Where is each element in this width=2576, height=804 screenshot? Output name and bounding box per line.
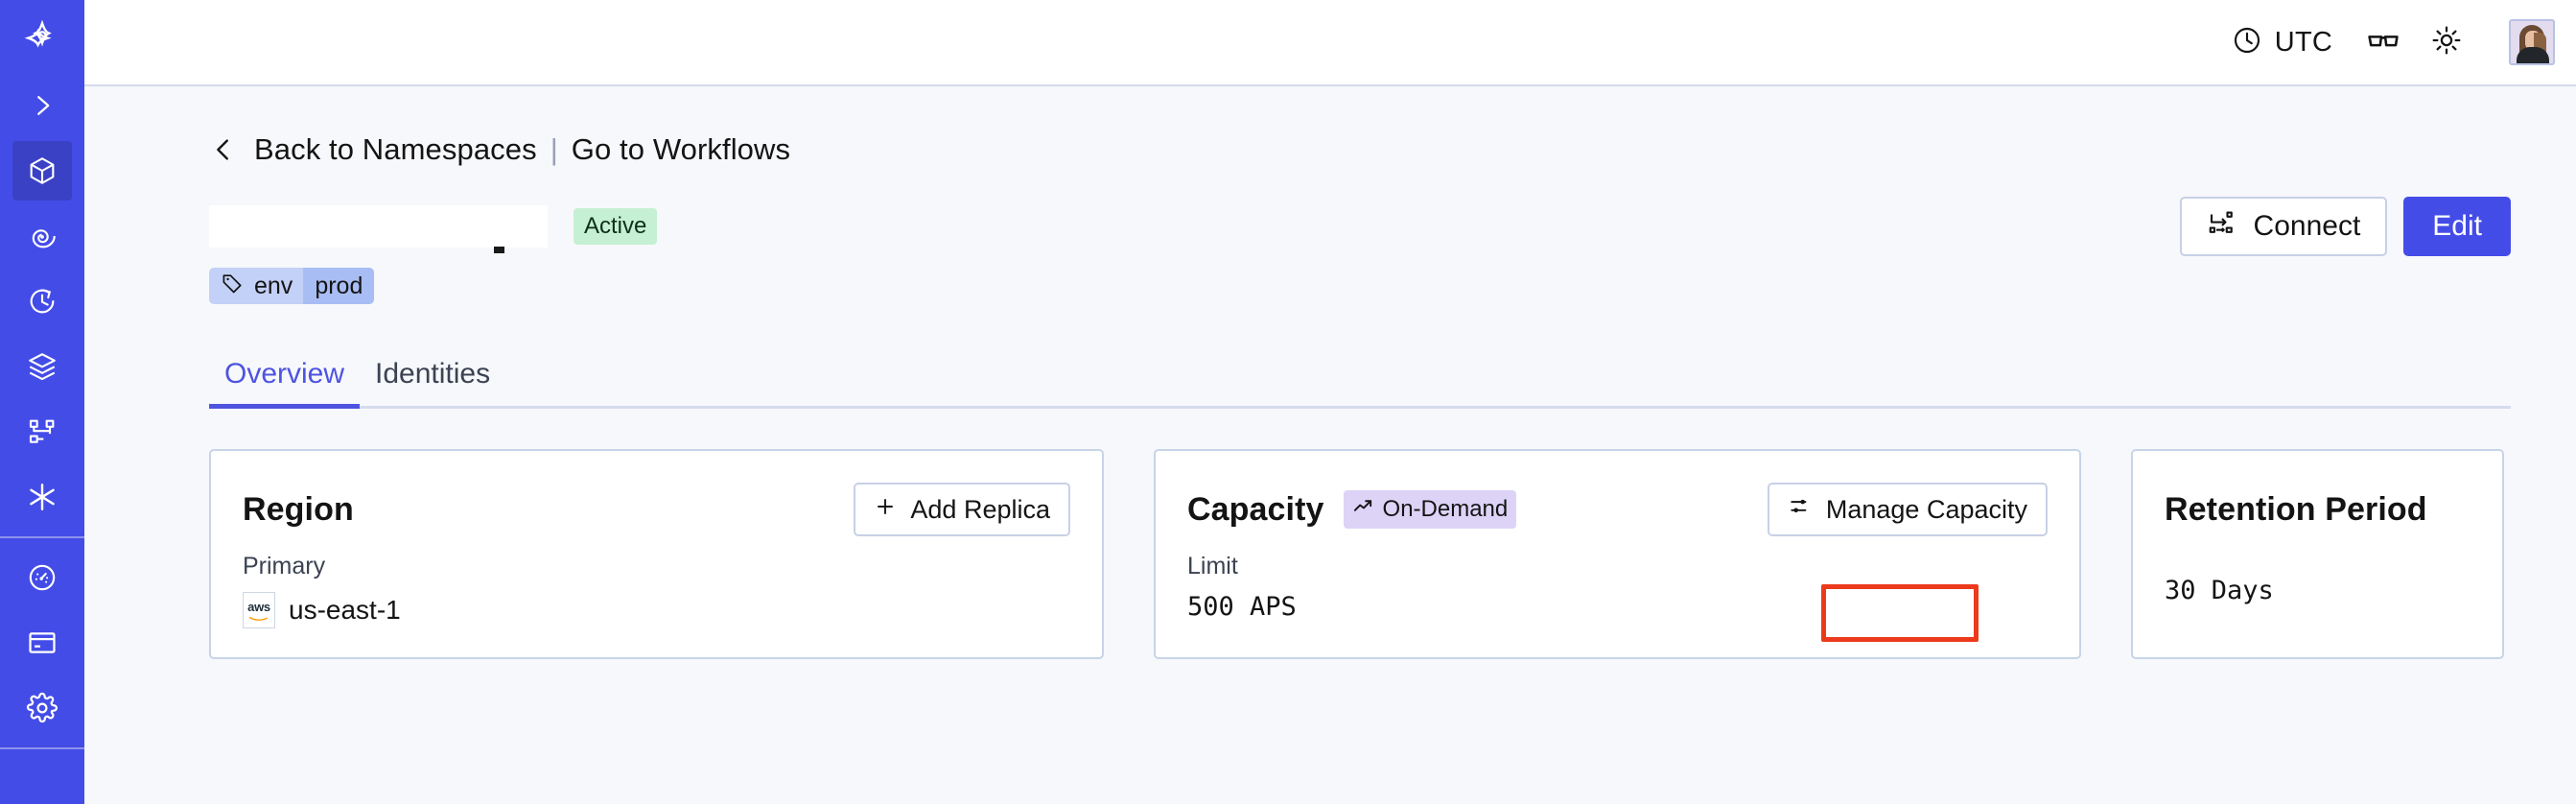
sidebar-item-schedules[interactable] (12, 272, 72, 331)
tag-value: prod (303, 268, 375, 304)
chevron-right-icon (28, 91, 57, 120)
breadcrumb-workflows-link[interactable]: Go to Workflows (571, 132, 791, 166)
credit-card-icon (26, 627, 59, 659)
gauge-icon (26, 561, 59, 594)
left-sidebar (0, 0, 84, 804)
breadcrumb-separator: | (550, 132, 558, 166)
sidebar-item-billing[interactable] (12, 613, 72, 673)
region-card-action: Add Replica (854, 483, 1070, 536)
avatar-body (2517, 47, 2549, 63)
retention-card-header: Retention Period (2165, 480, 2471, 539)
cube-icon (26, 154, 59, 187)
tag-key: env (254, 272, 293, 299)
plus-icon (874, 495, 897, 525)
manage-capacity-label: Manage Capacity (1825, 494, 2027, 524)
region-primary-label: Primary (243, 553, 326, 579)
node-graph-icon (27, 416, 58, 447)
timezone-button[interactable]: UTC (2218, 19, 2346, 65)
asterisk-icon (25, 480, 59, 514)
main-area: UTC (84, 0, 2576, 804)
manage-capacity-button[interactable]: Manage Capacity (1767, 483, 2048, 536)
sidebar-item-nexus[interactable] (12, 467, 72, 527)
gear-icon (26, 692, 59, 724)
status-badge: Active (574, 208, 658, 245)
user-avatar[interactable] (2509, 19, 2555, 65)
sidebar-item-batch-operations[interactable] (12, 337, 72, 396)
page-content: Back to Namespaces | Go to Workflows Act… (84, 86, 2576, 804)
glasses-icon (2366, 23, 2400, 62)
region-card-title: Region (243, 490, 354, 528)
theme-toggle-button[interactable] (2421, 19, 2472, 65)
sidebar-item-observability[interactable] (12, 206, 72, 266)
top-bar: UTC (84, 0, 2576, 86)
tag-icon (221, 272, 244, 301)
region-card-header: Region Add Replica (243, 480, 1070, 539)
eye-spiral-icon (26, 220, 59, 252)
capacity-mode-badge: On-Demand (1343, 490, 1517, 529)
breadcrumb-back-link[interactable]: Back to Namespaces (254, 132, 537, 166)
retention-card-title: Retention Period (2165, 490, 2427, 528)
sliders-icon (1788, 494, 1813, 526)
chevron-left-icon[interactable] (209, 135, 238, 164)
capacity-card-header: Capacity On-Demand (1187, 480, 2048, 539)
temporal-logo-icon (24, 20, 60, 57)
layers-icon (26, 350, 59, 383)
aws-logo-text: aws (247, 599, 270, 614)
tag-chip-env[interactable]: env prod (209, 268, 375, 304)
connect-icon (2207, 208, 2236, 245)
tab-overview[interactable]: Overview (209, 358, 361, 409)
region-primary-value: us-east-1 (289, 595, 401, 625)
card-retention-period: Retention Period 30 Days (2131, 449, 2504, 659)
top-bar-actions: UTC (2218, 19, 2555, 65)
sidebar-item-temporal-logo[interactable] (12, 9, 72, 68)
namespace-title-row: Active (209, 197, 2511, 256)
namespace-actions: Connect Edit (2179, 197, 2511, 256)
namespace-tags: env prod (209, 265, 2511, 307)
sidebar-divider-2 (0, 747, 84, 749)
sun-icon (2430, 24, 2463, 61)
breadcrumb: Back to Namespaces | Go to Workflows (209, 129, 2511, 171)
sidebar-item-workflows[interactable] (12, 402, 72, 461)
connect-button[interactable]: Connect (2179, 197, 2388, 256)
card-region: Region Add Replica (209, 449, 1104, 659)
sidebar-item-usage[interactable] (12, 548, 72, 607)
card-capacity: Capacity On-Demand (1154, 449, 2081, 659)
capacity-card-title: Capacity (1187, 490, 1324, 528)
add-replica-button[interactable]: Add Replica (854, 483, 1070, 536)
tab-bar: Overview Identities (209, 349, 2511, 409)
namespace-name-redacted (209, 205, 548, 253)
capacity-limit-value: 500 APS (1187, 592, 1297, 622)
aws-logo-icon: aws (243, 592, 275, 628)
trend-up-icon (1352, 495, 1374, 524)
sidebar-item-expand-nav[interactable] (12, 76, 72, 135)
namespace-name-artifact (494, 247, 504, 253)
sidebar-item-namespaces[interactable] (12, 141, 72, 201)
capacity-mode-label: On-Demand (1382, 496, 1509, 522)
connect-label: Connect (2253, 210, 2361, 242)
overview-cards: Region Add Replica (209, 449, 2511, 659)
timezone-label: UTC (2274, 26, 2332, 58)
sidebar-divider-1 (0, 536, 84, 538)
reading-mode-button[interactable] (2357, 19, 2409, 65)
capacity-limit-label: Limit (1187, 553, 1238, 579)
capacity-card-action: Manage Capacity (1767, 483, 2048, 536)
region-primary-value-row: aws us-east-1 (243, 592, 1070, 628)
tab-identities[interactable]: Identities (375, 358, 491, 390)
retention-value: 30 Days (2165, 576, 2274, 605)
clock-arrow-icon (26, 285, 59, 318)
add-replica-label: Add Replica (910, 494, 1050, 524)
clock-icon (2232, 25, 2262, 60)
edit-button[interactable]: Edit (2403, 197, 2511, 256)
sidebar-item-settings[interactable] (12, 678, 72, 738)
